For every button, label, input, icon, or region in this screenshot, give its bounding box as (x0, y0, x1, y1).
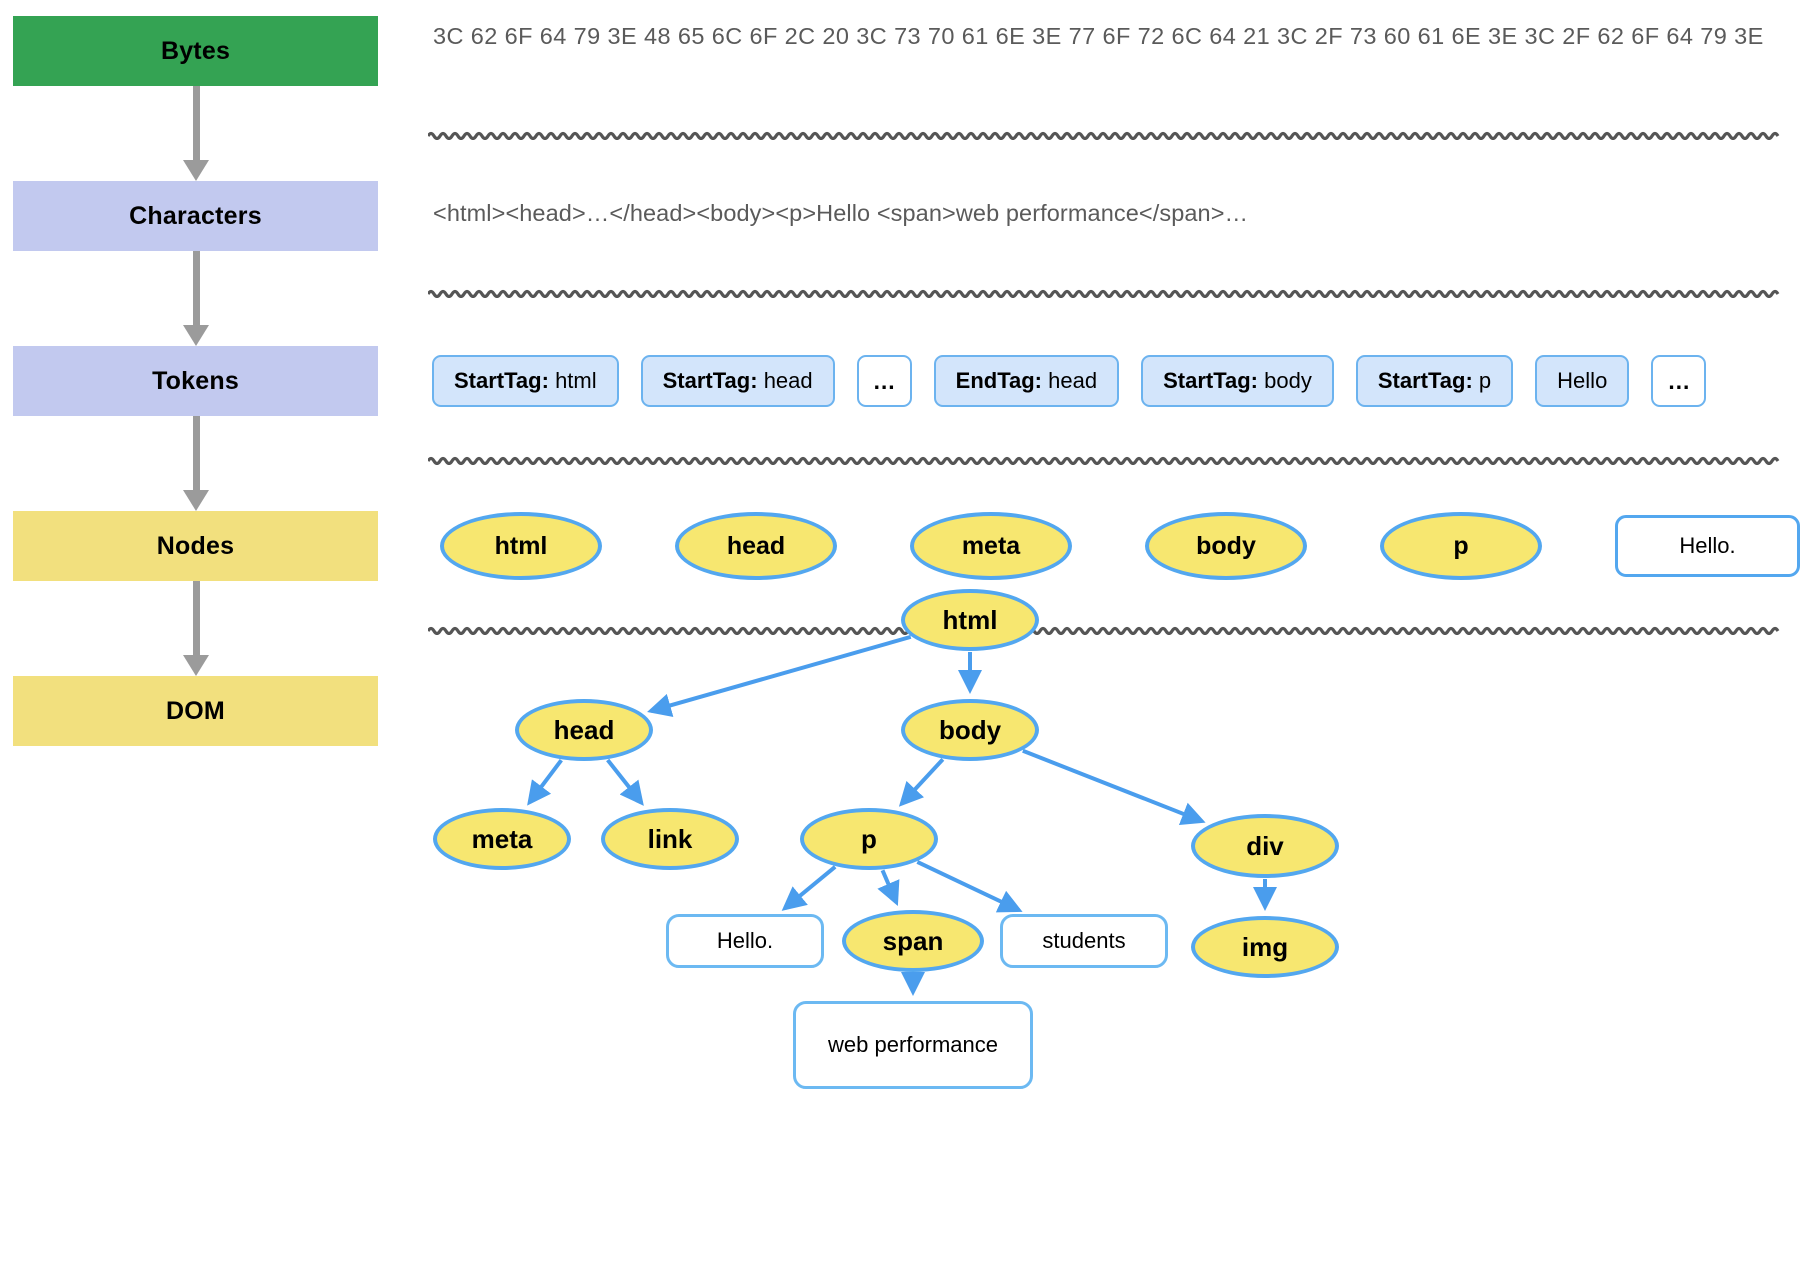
token-chip-ellipsis[interactable]: … (856, 355, 912, 407)
flow-arrow-bytes-to-characters (183, 86, 209, 181)
node-ellipse-body[interactable]: body (1145, 512, 1307, 580)
token-value: body (1264, 368, 1312, 393)
tree-node-body[interactable]: body (901, 699, 1039, 761)
tree-node-label: div (1246, 830, 1284, 861)
token-value: … (1667, 367, 1691, 394)
tree-node-link[interactable]: link (601, 808, 739, 870)
node-label: head (726, 531, 786, 560)
tree-edge-p-to-hello (781, 865, 837, 911)
tokens-list: StartTag: html StartTag: head … EndTag: … (432, 355, 1707, 407)
flow-arrow-tokens-to-nodes (183, 416, 209, 511)
token-key: StartTag: (454, 368, 549, 393)
node-label: html (494, 531, 548, 560)
tree-node-html[interactable]: html (901, 589, 1039, 651)
token-key: StartTag: (1377, 368, 1473, 393)
tree-edge-html-to-head (647, 634, 912, 717)
token-value: head (1048, 368, 1098, 393)
tree-node-label: students (1042, 928, 1126, 953)
squiggle-divider-4 (428, 626, 1780, 635)
tree-edge-head-to-meta (527, 758, 563, 806)
node-ellipse-meta[interactable]: meta (910, 512, 1072, 580)
stage-box-characters: Characters (13, 181, 378, 251)
tree-node-label: span (882, 925, 944, 956)
squiggle-divider-2 (428, 289, 1780, 298)
stage-box-bytes: Bytes (13, 16, 378, 86)
tree-node-label: html (942, 604, 998, 635)
tree-node-wperf[interactable]: web performance (793, 1001, 1033, 1089)
bytes-hex-text: 3C 62 6F 64 79 3E 48 65 6C 6F 2C 20 3C 7… (433, 23, 1764, 49)
tree-edge-p-to-span (877, 869, 900, 906)
characters-text: <html><head>…</head><body><p>Hello <span… (433, 200, 1249, 226)
token-chip[interactable]: EndTag: head (933, 355, 1120, 407)
stage-label-characters: Characters (129, 201, 262, 230)
squiggle-divider-1 (428, 131, 1780, 140)
node-label: body (1196, 531, 1256, 560)
token-value: html (555, 368, 597, 393)
tree-node-img[interactable]: img (1191, 916, 1339, 978)
token-value: head (763, 368, 813, 393)
token-chip-text[interactable]: Hello (1535, 355, 1630, 407)
node-label: meta (961, 531, 1021, 560)
tree-node-label: head (553, 714, 615, 745)
tree-node-label: body (938, 714, 1002, 745)
tree-node-div[interactable]: div (1191, 814, 1339, 878)
tree-node-label: web performance (828, 1032, 998, 1057)
token-key: StartTag: (1163, 368, 1259, 393)
squiggle-divider-3 (428, 456, 1780, 465)
token-chip[interactable]: StartTag: html (432, 355, 619, 407)
tree-node-hello[interactable]: Hello. (666, 914, 824, 968)
tree-node-label: meta (471, 823, 533, 854)
node-textbox-hello[interactable]: Hello. (1615, 515, 1800, 577)
node-label: p (1453, 531, 1469, 560)
stage-label-bytes: Bytes (160, 36, 231, 65)
node-ellipse-head[interactable]: head (675, 512, 837, 580)
tree-node-p[interactable]: p (800, 808, 938, 870)
tree-node-label: Hello. (716, 928, 774, 953)
tree-node-label: p (861, 823, 877, 854)
tree-node-span[interactable]: span (842, 910, 984, 972)
stage-label-tokens: Tokens (152, 366, 239, 395)
stage-box-nodes: Nodes (13, 511, 378, 581)
token-value: Hello (1557, 368, 1608, 393)
tree-edge-body-to-div (1022, 748, 1206, 826)
tree-node-label: img (1241, 931, 1289, 962)
tree-edge-p-to-stu (916, 860, 1023, 913)
stage-label-nodes: Nodes (156, 531, 235, 560)
tree-edge-head-to-link (606, 758, 644, 806)
tree-node-stu[interactable]: students (1000, 914, 1168, 968)
stage-label-dom: DOM (166, 696, 225, 725)
tree-edge-body-to-p (898, 757, 945, 807)
node-ellipse-html[interactable]: html (440, 512, 602, 580)
token-value: p (1478, 368, 1492, 393)
token-chip[interactable]: StartTag: head (640, 355, 835, 407)
node-ellipse-p[interactable]: p (1380, 512, 1542, 580)
tree-node-head[interactable]: head (515, 699, 653, 761)
token-value: … (872, 367, 896, 394)
nodes-list: html head meta body p Hello. (440, 512, 1800, 580)
token-chip[interactable]: StartTag: body (1141, 355, 1334, 407)
token-chip[interactable]: StartTag: p (1355, 355, 1514, 407)
flow-arrow-nodes-to-dom (183, 581, 209, 676)
token-chip-ellipsis[interactable]: … (1651, 355, 1707, 407)
node-label: Hello. (1679, 533, 1736, 558)
tree-node-meta[interactable]: meta (433, 808, 571, 870)
token-key: StartTag: (662, 368, 758, 393)
token-key: EndTag: (955, 368, 1042, 393)
flow-arrow-characters-to-tokens (183, 251, 209, 346)
stage-box-tokens: Tokens (13, 346, 378, 416)
tree-node-label: link (647, 823, 693, 854)
stage-box-dom: DOM (13, 676, 378, 746)
